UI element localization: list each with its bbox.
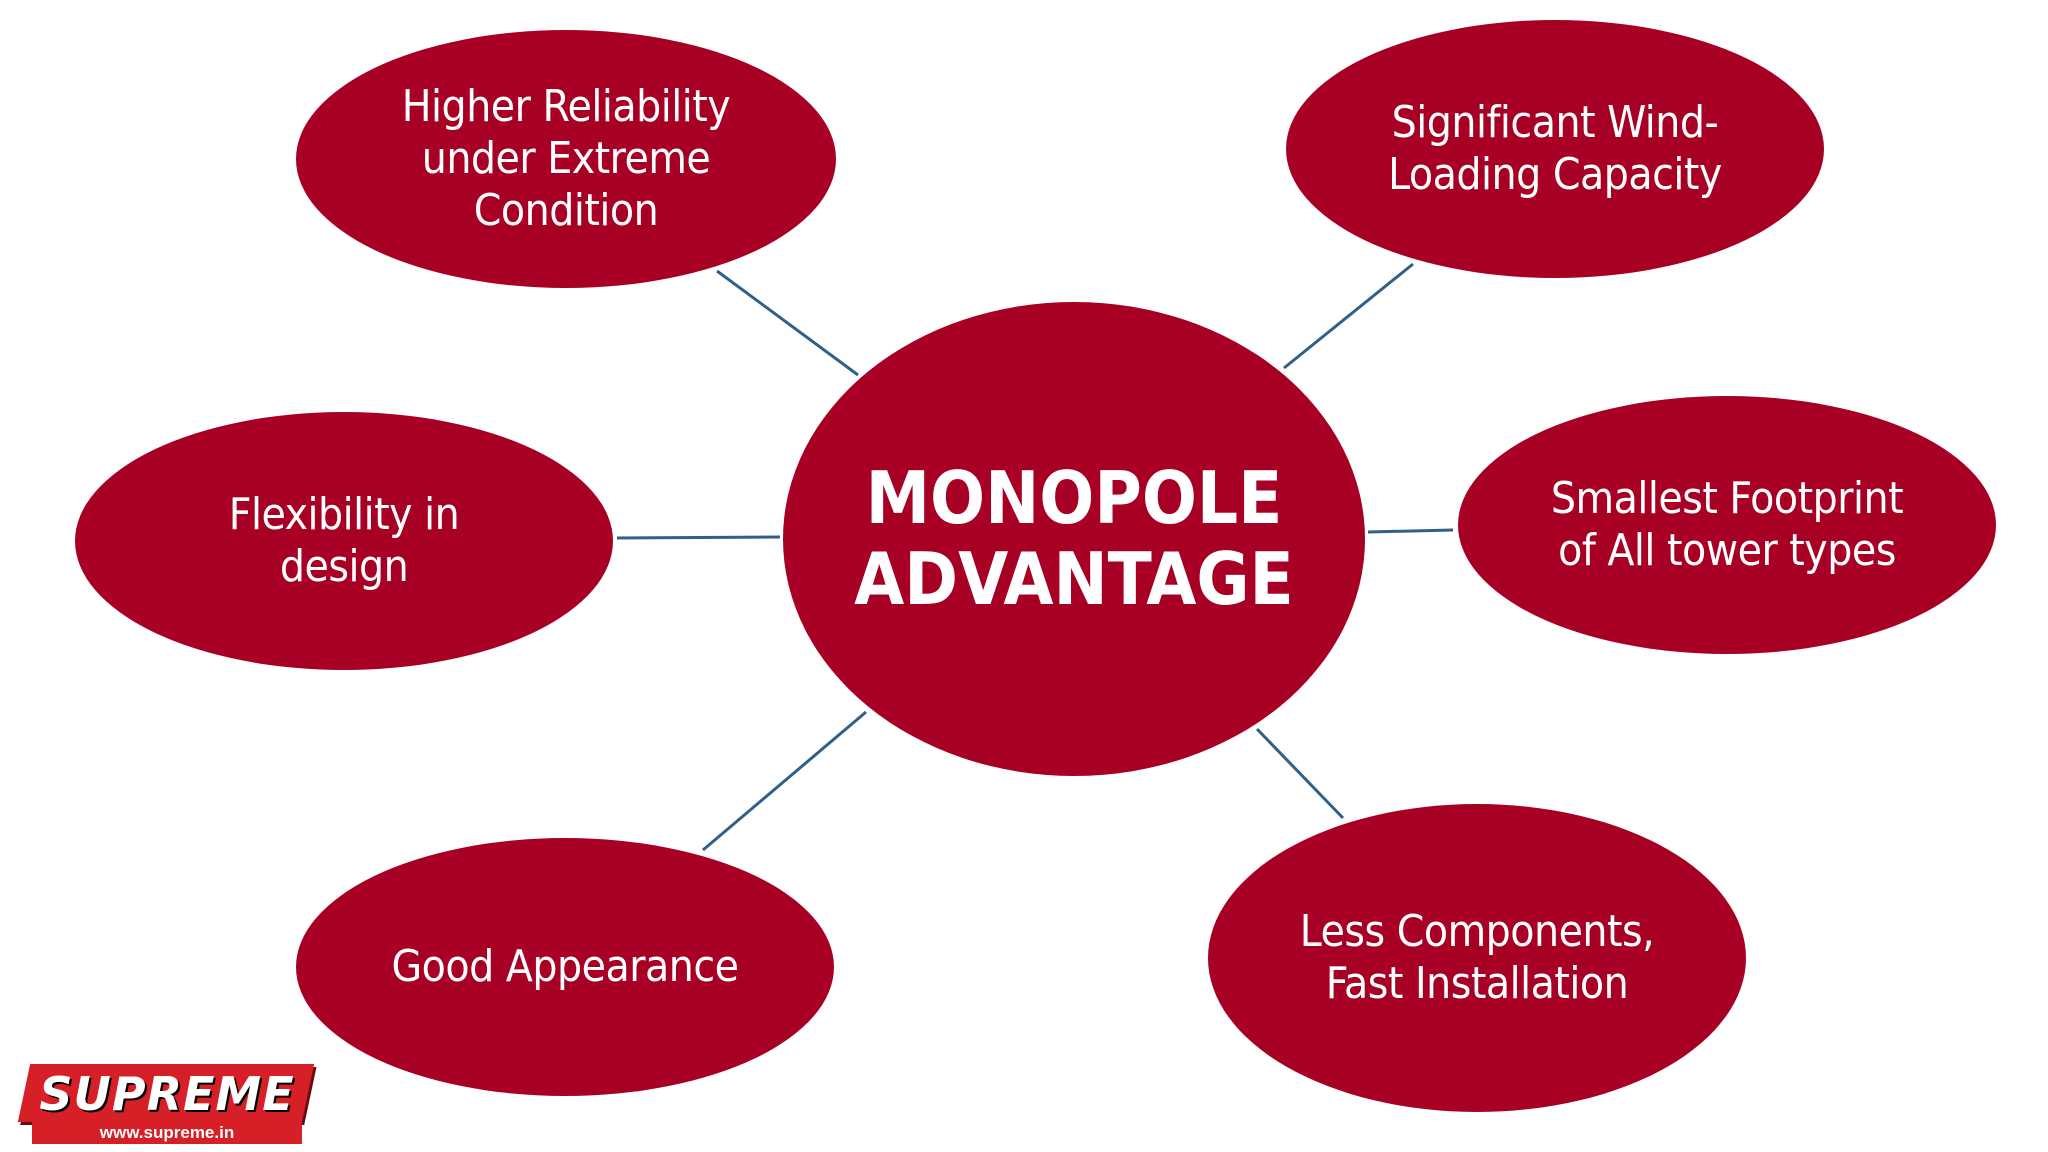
- advantage-node-flexibility: Flexibility in design: [75, 412, 613, 670]
- advantage-label: Flexibility in design: [228, 489, 460, 592]
- advantage-label: Higher Reliability under Extreme Conditi…: [401, 81, 731, 236]
- connector-flex: [616, 535, 781, 540]
- connector-components: [1255, 727, 1345, 820]
- connector-reliability: [716, 269, 859, 377]
- advantage-node-footprint: Smallest Footprint of All tower types: [1458, 396, 1996, 654]
- connector-footprint: [1367, 528, 1454, 534]
- advantage-node-appearance: Good Appearance: [296, 838, 834, 1096]
- center-title: MONOPOLE ADVANTAGE: [854, 456, 1294, 621]
- advantage-label: Smallest Footprint of All tower types: [1550, 473, 1904, 576]
- advantage-node-reliability: Higher Reliability under Extreme Conditi…: [296, 30, 836, 288]
- advantage-node-wind-loading: Significant Wind- Loading Capacity: [1286, 20, 1824, 278]
- advantage-label: Less Components, Fast Installation: [1299, 906, 1655, 1009]
- connector-wind: [1283, 262, 1414, 370]
- logo-url-text: www.supreme.in: [32, 1122, 302, 1144]
- connector-appearance: [702, 710, 867, 852]
- logo-brand-text: SUPREME: [39, 1067, 295, 1121]
- supreme-logo: SUPREME www.supreme.in: [12, 1064, 315, 1144]
- advantage-label: Significant Wind- Loading Capacity: [1388, 97, 1722, 200]
- center-node-monopole-advantage: MONOPOLE ADVANTAGE: [783, 302, 1365, 776]
- advantage-node-components: Less Components, Fast Installation: [1208, 804, 1746, 1112]
- advantage-label: Good Appearance: [391, 941, 739, 993]
